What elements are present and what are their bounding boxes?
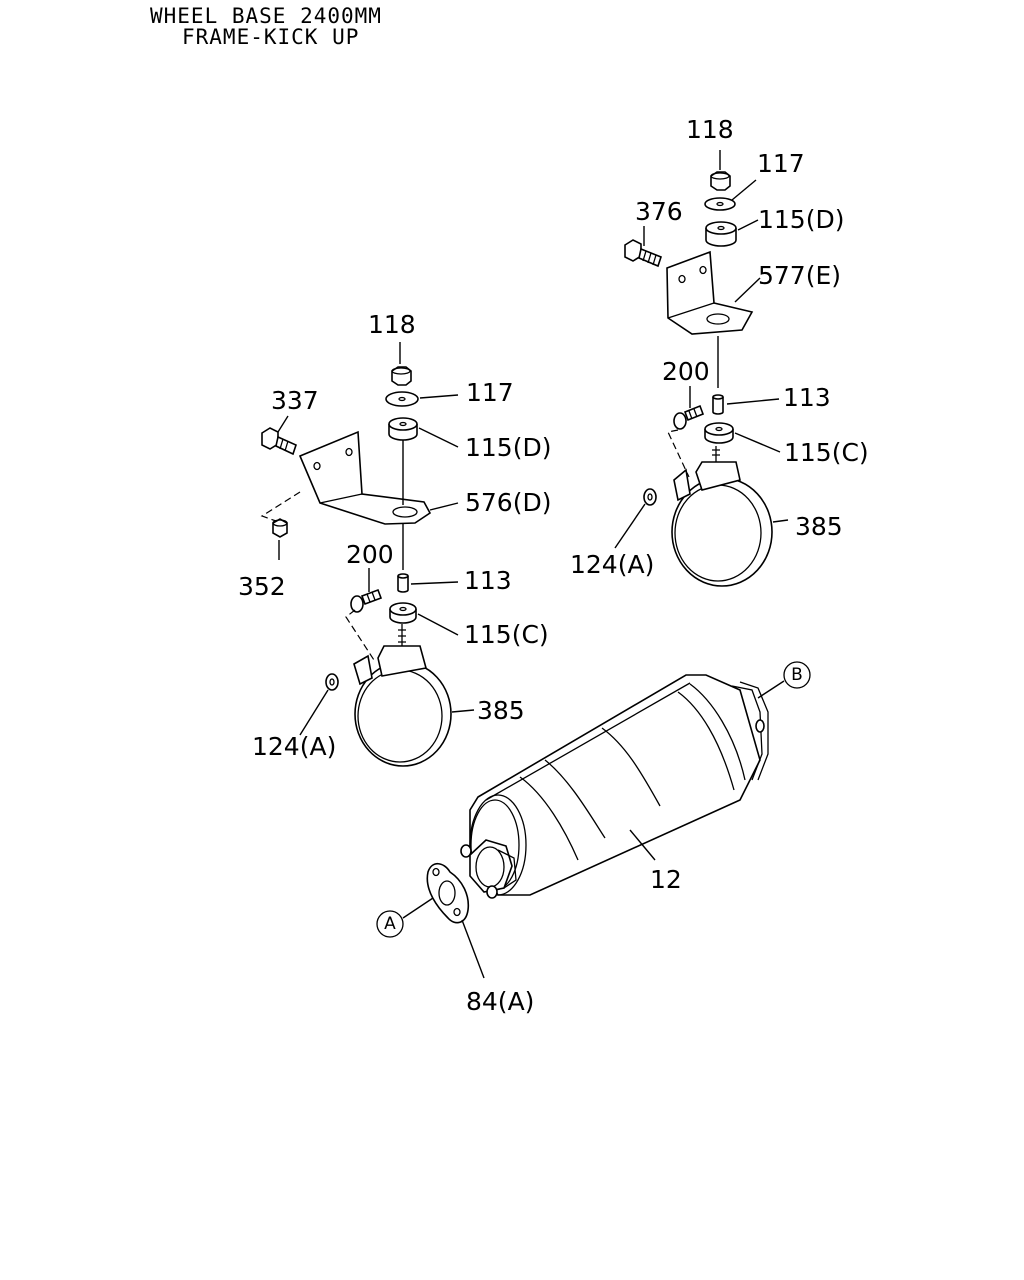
label-577e: 577(E) bbox=[758, 261, 841, 290]
label-385-right: 385 bbox=[795, 512, 843, 541]
bolt-337[interactable] bbox=[261, 427, 297, 456]
label-115d-left: 115(D) bbox=[465, 433, 551, 462]
washer-117-left[interactable] bbox=[385, 391, 419, 407]
nut-352[interactable] bbox=[272, 518, 288, 538]
nut-124a-right[interactable] bbox=[643, 488, 657, 506]
spacer-113-right[interactable] bbox=[712, 394, 724, 415]
muffler-12[interactable] bbox=[460, 674, 769, 899]
label-113-left: 113 bbox=[464, 566, 512, 595]
diagram-title-line-2: FRAME-KICK UP bbox=[182, 25, 360, 49]
label-118-left: 118 bbox=[368, 310, 416, 339]
spacer-113-left[interactable] bbox=[397, 573, 409, 593]
ref-circle-a-letter: A bbox=[384, 914, 396, 934]
nut-118-left[interactable] bbox=[391, 366, 412, 386]
label-115d-right: 115(D) bbox=[758, 205, 844, 234]
bracket-576d[interactable] bbox=[298, 430, 432, 525]
bolt-200-left[interactable] bbox=[350, 588, 383, 613]
cushion-115d-left[interactable] bbox=[388, 417, 418, 441]
cushion-115c-right[interactable] bbox=[704, 422, 734, 444]
label-115c-left: 115(C) bbox=[464, 620, 549, 649]
diagram-title-line-1: WHEEL BASE 2400MM bbox=[150, 4, 382, 28]
alignment-line bbox=[667, 429, 690, 478]
gasket-84a[interactable] bbox=[426, 862, 470, 924]
label-124a-left: 124(A) bbox=[252, 732, 336, 761]
alignment-line bbox=[260, 491, 301, 522]
label-376: 376 bbox=[635, 197, 683, 226]
label-200-left: 200 bbox=[346, 540, 394, 569]
label-337: 337 bbox=[271, 386, 319, 415]
bolt-200-right[interactable] bbox=[673, 404, 705, 430]
clamp-band-385-right[interactable] bbox=[671, 446, 773, 587]
label-200-right: 200 bbox=[662, 357, 710, 386]
label-84a: 84(A) bbox=[466, 987, 534, 1016]
label-12: 12 bbox=[650, 865, 682, 894]
nut-118-right[interactable] bbox=[710, 171, 731, 191]
label-385-left: 385 bbox=[477, 696, 525, 725]
label-352: 352 bbox=[238, 572, 286, 601]
bracket-577e[interactable] bbox=[666, 250, 754, 335]
label-115c-right: 115(C) bbox=[784, 438, 869, 467]
cushion-115d-right[interactable] bbox=[705, 221, 737, 247]
right-hanger-assembly bbox=[614, 150, 789, 587]
nut-124a-left[interactable] bbox=[325, 673, 339, 691]
label-576d: 576(D) bbox=[465, 488, 551, 517]
label-124a-right: 124(A) bbox=[570, 550, 654, 579]
label-118-right: 118 bbox=[686, 115, 734, 144]
label-113-right: 113 bbox=[783, 383, 831, 412]
ref-circle-b bbox=[783, 661, 811, 689]
washer-117-right[interactable] bbox=[704, 197, 736, 211]
ref-circle-b-letter: B bbox=[791, 665, 803, 685]
ref-circle-a bbox=[376, 910, 404, 938]
alignment-line bbox=[345, 609, 375, 661]
label-117-right: 117 bbox=[757, 149, 805, 178]
label-117-left: 117 bbox=[466, 378, 514, 407]
left-hanger-assembly bbox=[260, 342, 475, 767]
bolt-376[interactable] bbox=[624, 239, 662, 268]
cushion-115c-left[interactable] bbox=[389, 602, 417, 624]
clamp-band-385-left[interactable] bbox=[353, 624, 452, 767]
